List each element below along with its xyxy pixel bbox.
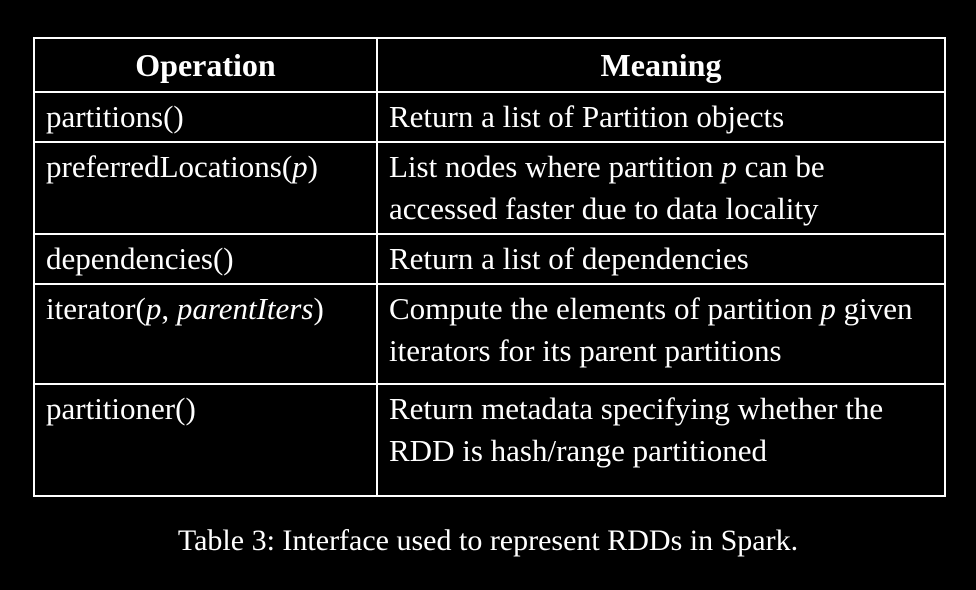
operation-cell: partitioner() [33,383,378,497]
table-row: partitioner()Return metadata specifying … [33,383,946,497]
operation-cell: iterator(p, parentIters) [33,283,378,385]
operation-cell: dependencies() [33,233,378,285]
operation-cell: preferredLocations(p) [33,141,378,235]
table-row: iterator(p, parentIters)Compute the elem… [33,283,946,385]
meaning-cell: Compute the elements of partition p give… [376,283,946,385]
table-caption: Table 3: Interface used to represent RDD… [177,524,799,557]
table-row: dependencies()Return a list of dependenc… [33,233,946,285]
table-row: partitions()Return a list of Partition o… [33,91,946,143]
meaning-cell: Return a list of dependencies [376,233,946,285]
table-row: preferredLocations(p)List nodes where pa… [33,141,946,235]
column-header-operation: Operation [33,37,378,93]
rdd-interface-table: Operation Meaning partitions()Return a l… [33,37,946,497]
column-header-meaning: Meaning [376,37,946,93]
operation-cell: partitions() [33,91,378,143]
meaning-cell: Return metadata specifying whether the R… [376,383,946,497]
header-row: Operation Meaning [33,37,946,93]
meaning-cell: List nodes where partition p can be acce… [376,141,946,235]
table-header: Operation Meaning [33,37,946,93]
meaning-cell: Return a list of Partition objects [376,91,946,143]
table-body: partitions()Return a list of Partition o… [33,91,946,497]
